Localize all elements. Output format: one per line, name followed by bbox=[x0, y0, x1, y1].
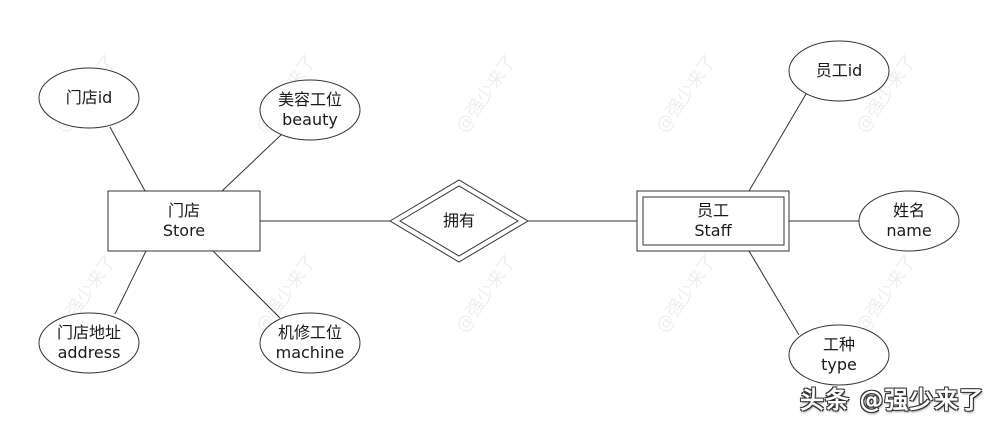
connector-staff-id bbox=[748, 93, 807, 192]
entity-staff-outer[interactable] bbox=[636, 190, 790, 252]
connector-staff-type bbox=[748, 250, 800, 336]
credit-watermark: 头条 @强少来了 bbox=[800, 386, 985, 414]
entity-store[interactable] bbox=[107, 190, 261, 252]
connector-store-id bbox=[109, 126, 146, 192]
relationship-diamond-outer[interactable] bbox=[389, 179, 529, 263]
connector-store-machine bbox=[212, 250, 281, 319]
attribute-store-beauty[interactable] bbox=[259, 79, 361, 141]
attribute-store-id[interactable] bbox=[38, 67, 140, 129]
attribute-staff-id[interactable] bbox=[788, 40, 890, 102]
attribute-staff-type[interactable] bbox=[788, 324, 890, 386]
attribute-staff-name[interactable] bbox=[858, 190, 960, 252]
attribute-store-machine[interactable] bbox=[259, 312, 361, 374]
connector-store-beauty bbox=[221, 133, 283, 192]
connector-store-address bbox=[114, 250, 147, 315]
relationship-diamond-inner bbox=[399, 185, 519, 257]
entity-staff-inner bbox=[642, 196, 785, 246]
attribute-store-address[interactable] bbox=[38, 312, 140, 374]
